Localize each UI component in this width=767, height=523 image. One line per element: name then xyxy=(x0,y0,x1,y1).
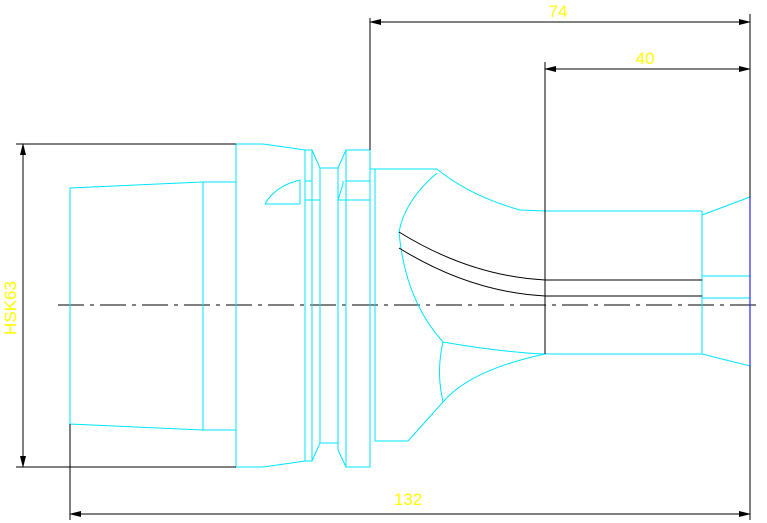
dim-text-132: 132 xyxy=(394,490,422,509)
dim-text-40: 40 xyxy=(636,49,655,68)
dim-text-74: 74 xyxy=(549,2,568,21)
hsk-taper xyxy=(69,181,236,431)
tool-outline xyxy=(69,143,751,468)
coolant-channel xyxy=(398,231,702,297)
dim-text-hsk63: HSK63 xyxy=(1,281,20,335)
dimension-lines xyxy=(16,14,751,520)
